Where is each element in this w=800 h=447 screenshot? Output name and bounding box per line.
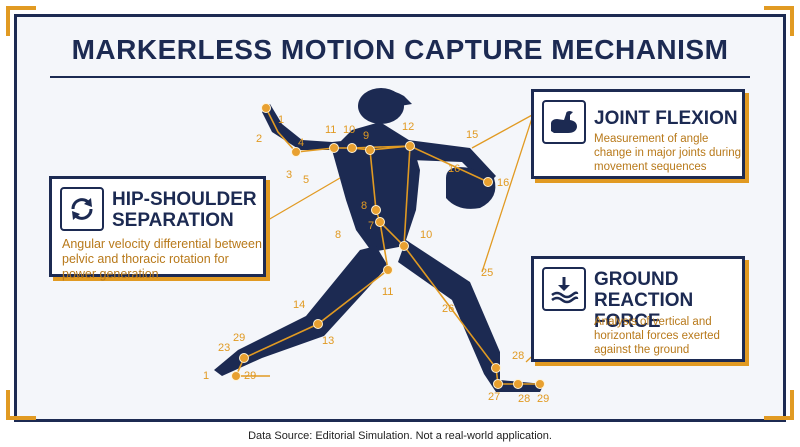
ground-reaction-description: Analysis of vertical and horizontal forc… bbox=[594, 316, 720, 356]
marker-label: 3 bbox=[286, 169, 292, 181]
marker-label: 8 bbox=[335, 229, 341, 241]
marker-label: 11 bbox=[382, 286, 393, 298]
marker-label: 11 bbox=[325, 124, 336, 136]
marker-label: 15 bbox=[466, 129, 478, 141]
joint-markers bbox=[231, 103, 545, 389]
ground-force-icon bbox=[542, 267, 586, 311]
ground-reaction-title: GROUND REACTION FORCE bbox=[594, 269, 694, 332]
ground-reaction-card: GROUND REACTION FORCE Analysis of vertic… bbox=[531, 256, 745, 362]
corner-accent bbox=[764, 390, 794, 420]
marker-label: 1 bbox=[278, 114, 284, 126]
pitcher-silhouette bbox=[214, 88, 544, 392]
rotation-arrows-icon bbox=[60, 187, 104, 231]
marker-label: 27 bbox=[488, 391, 500, 403]
marker-label: 29 bbox=[233, 332, 245, 344]
marker-label: 8 bbox=[361, 200, 367, 212]
marker-label: 12 bbox=[402, 121, 414, 133]
marker-label: 13 bbox=[322, 335, 334, 347]
joint-flexion-card: JOINT FLEXION Measurement of angle chang… bbox=[531, 89, 745, 179]
corner-accent bbox=[764, 6, 794, 36]
marker-label: 26 bbox=[442, 303, 454, 315]
joint-flexion-description: Measurement of angle change in major joi… bbox=[594, 133, 742, 173]
flexed-arm-icon bbox=[542, 100, 586, 144]
marker-label: 1 bbox=[203, 370, 209, 382]
marker-label: 14 bbox=[293, 299, 305, 311]
marker-label: 2 bbox=[256, 133, 262, 145]
marker-label: 5 bbox=[303, 174, 309, 186]
page-title: MARKERLESS MOTION CAPTURE MECHANISM bbox=[71, 34, 729, 65]
title-divider bbox=[50, 76, 750, 78]
data-source-footer: Data Source: Editorial Simulation. Not a… bbox=[248, 430, 552, 442]
hip-shoulder-card: HIP-SHOULDER SEPARATION Angular velocity… bbox=[49, 176, 266, 281]
marker-label: 25 bbox=[481, 267, 493, 279]
marker-label: 16 bbox=[497, 177, 509, 189]
marker-label: 29 bbox=[244, 370, 256, 382]
marker-label: 16 bbox=[448, 163, 460, 175]
marker-label: 23 bbox=[218, 342, 230, 354]
marker-label: 28 bbox=[518, 393, 530, 405]
joint-flexion-title: JOINT FLEXION bbox=[594, 108, 738, 129]
corner-accent bbox=[6, 390, 36, 420]
marker-label: 9 bbox=[363, 130, 369, 142]
marker-label: 7 bbox=[368, 220, 374, 232]
marker-label: 10 bbox=[420, 229, 432, 241]
marker-label: 29 bbox=[537, 393, 549, 405]
hip-shoulder-title: HIP-SHOULDER SEPARATION bbox=[112, 189, 257, 231]
corner-accent bbox=[6, 6, 36, 36]
hip-shoulder-description: Angular velocity differential between pe… bbox=[62, 237, 262, 281]
marker-label: 28 bbox=[512, 350, 524, 362]
marker-label: 4 bbox=[298, 137, 304, 149]
marker-label: 10 bbox=[343, 124, 355, 136]
